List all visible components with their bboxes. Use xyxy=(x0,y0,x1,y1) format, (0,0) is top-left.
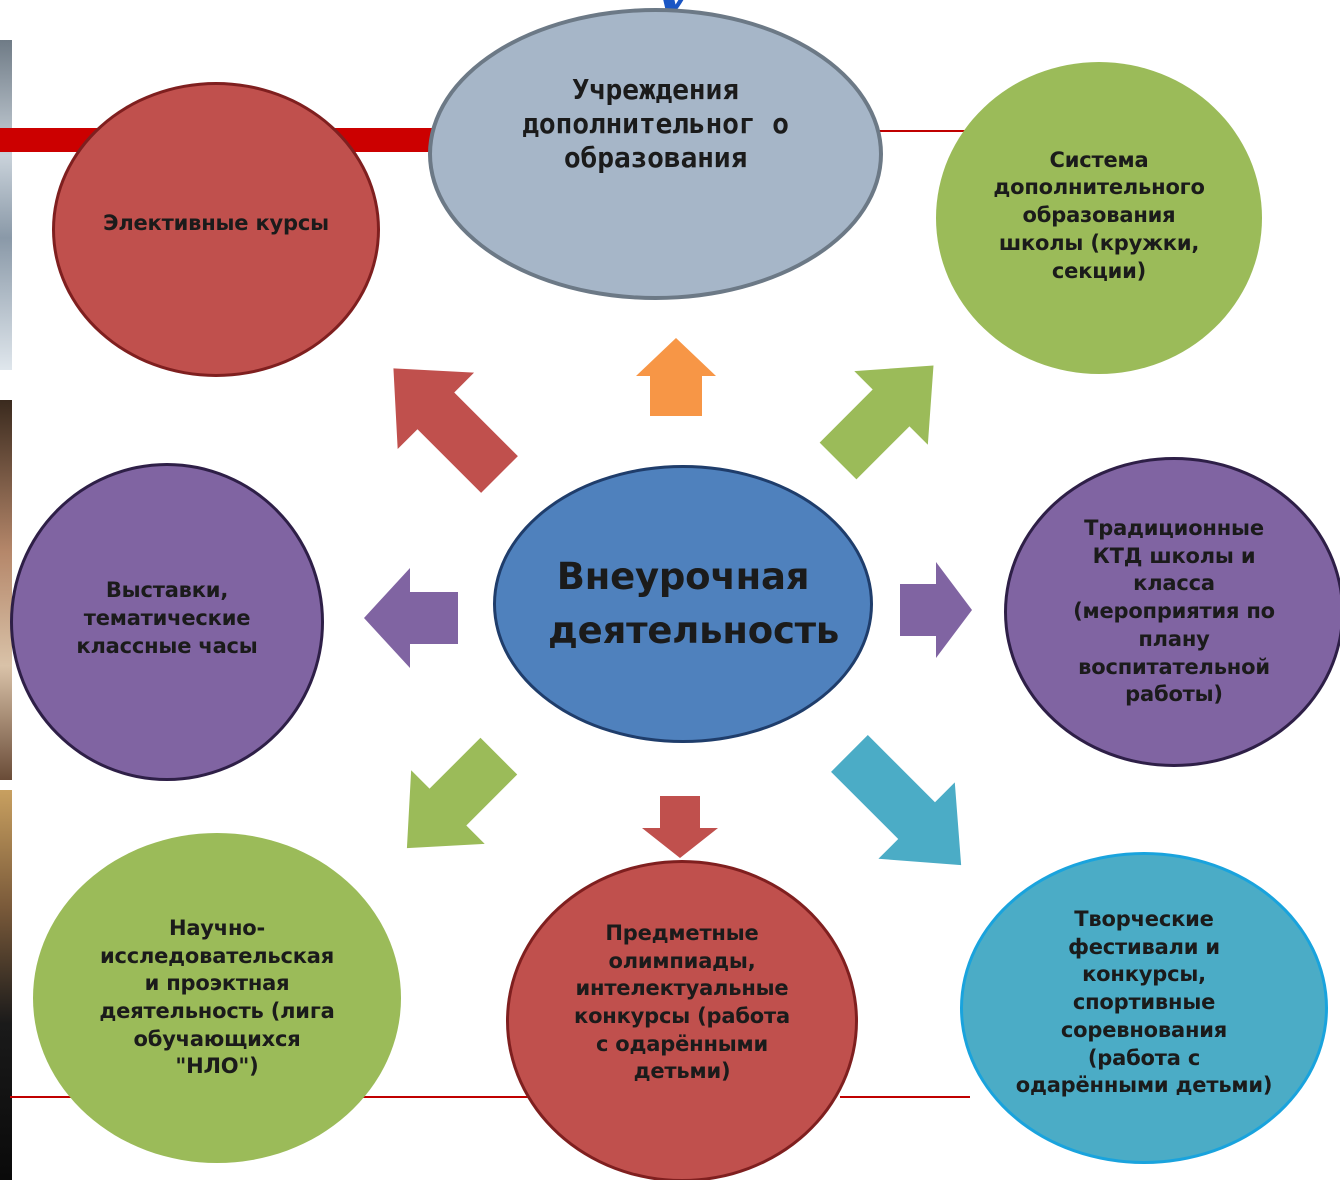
node-olympiads: Предметные олимпиады, интелектуальные ко… xyxy=(506,860,858,1180)
node-school-system-label: Система дополнительного образования школ… xyxy=(993,147,1205,283)
node-research-label: Научно-исследовательская и проэктная дея… xyxy=(99,915,335,1079)
footer-rule-middle xyxy=(350,1096,530,1098)
node-ktd: Традиционные КТД школы и класса (меропри… xyxy=(1004,457,1340,767)
node-research: Научно-исследовательская и проэктная дея… xyxy=(33,833,401,1163)
footer-rule-right xyxy=(840,1096,970,1098)
arrow-to-elective xyxy=(393,368,518,493)
node-ktd-label: Традиционные КТД школы и класса (меропри… xyxy=(1073,515,1275,707)
node-olympiads-label: Предметные олимпиады, интелектуальные ко… xyxy=(574,920,790,1084)
center-node-label: Внеурочная деятельность xyxy=(548,555,840,652)
node-institutions-label: Учреждения дополнительног о образования xyxy=(522,72,789,175)
arrow-to-institutions xyxy=(636,338,716,416)
node-exhibitions-label: Выставки, тематические классные часы xyxy=(76,578,258,658)
node-exhibitions: Выставки, тематические классные часы xyxy=(10,463,324,781)
node-school-system: Система дополнительного образования школ… xyxy=(936,62,1262,374)
node-festivals-label: Творческие фестивали и конкурсы, спортив… xyxy=(1015,906,1273,1098)
node-elective: Элективные курсы xyxy=(52,82,380,377)
arrow-to-research xyxy=(406,737,518,849)
header-rule-right xyxy=(875,130,975,132)
arrow-to-school-system xyxy=(819,365,934,480)
arrow-to-olympiads xyxy=(642,796,718,858)
footer-rule-left xyxy=(10,1096,100,1098)
arrow-to-exhibitions xyxy=(364,568,458,668)
photo-strip-bottom xyxy=(0,790,12,1180)
photo-strip-top xyxy=(0,40,12,370)
photo-strip-middle xyxy=(0,400,12,780)
node-festivals: Творческие фестивали и конкурсы, спортив… xyxy=(960,852,1328,1164)
arrow-to-festivals xyxy=(831,735,962,866)
center-node: Внеурочная деятельность xyxy=(493,465,873,743)
arrow-to-ktd xyxy=(900,562,972,658)
node-institutions: Учреждения дополнительног о образования xyxy=(428,8,883,300)
node-elective-label: Элективные курсы xyxy=(103,210,329,235)
